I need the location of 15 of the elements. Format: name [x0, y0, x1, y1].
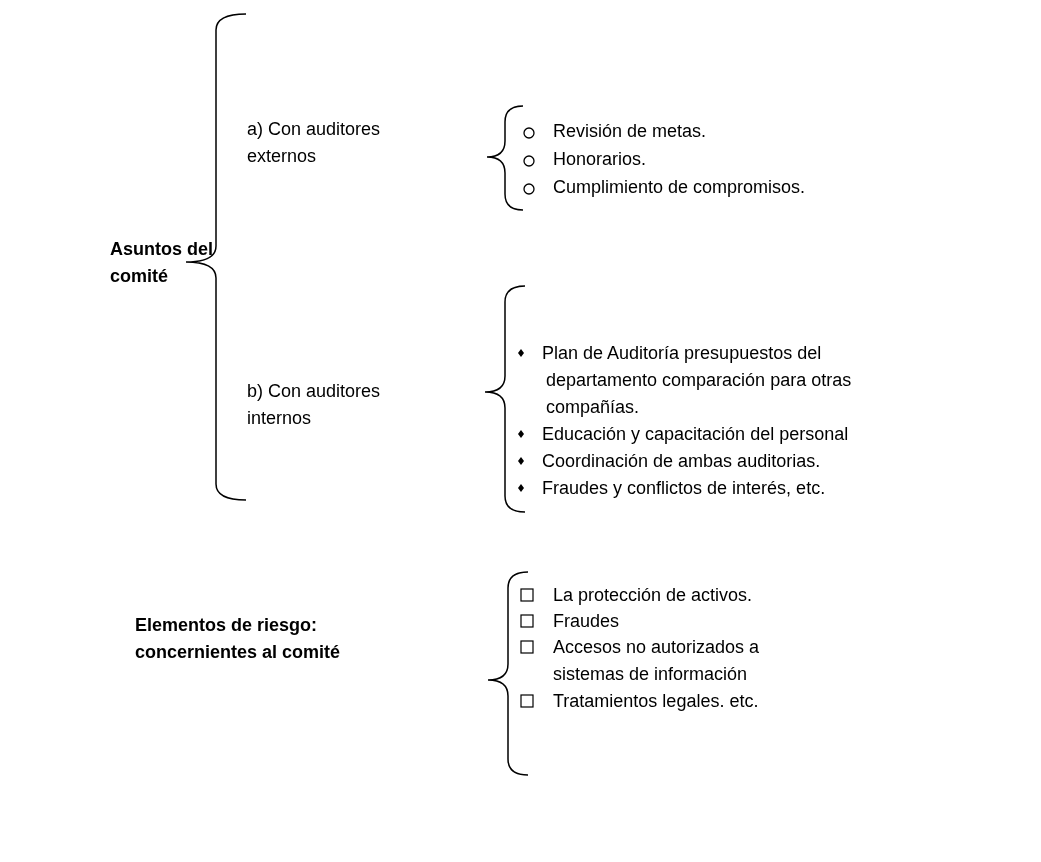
list-item: Plan de Auditoría presupuestos del departamento comparación para otras compañías. [542, 342, 853, 419]
list-item: Educación y capacitación del personal [542, 423, 850, 446]
branch-label: b) Con auditores internos [247, 380, 382, 430]
list-item: Accesos no autorizados a sistemas de información [553, 636, 761, 686]
list-item: Revisión de metas. [553, 120, 708, 143]
list-item: Tratamientos legales. etc. [553, 690, 760, 713]
heading: Elementos de riesgo: concernientes al comité [135, 614, 342, 664]
list-item: Honorarios. [553, 148, 648, 171]
list-item: La protección de activos. [553, 584, 754, 607]
branch-label: a) Con auditores externos [247, 118, 382, 168]
list-item: Fraudes [553, 610, 621, 633]
list-item: Coordinación de ambas auditorias. [542, 450, 822, 473]
heading: Asuntos del comité [110, 238, 214, 288]
list-item: Cumplimiento de compromisos. [553, 176, 807, 199]
list-item: Fraudes y conflictos de interés, etc. [542, 477, 827, 500]
